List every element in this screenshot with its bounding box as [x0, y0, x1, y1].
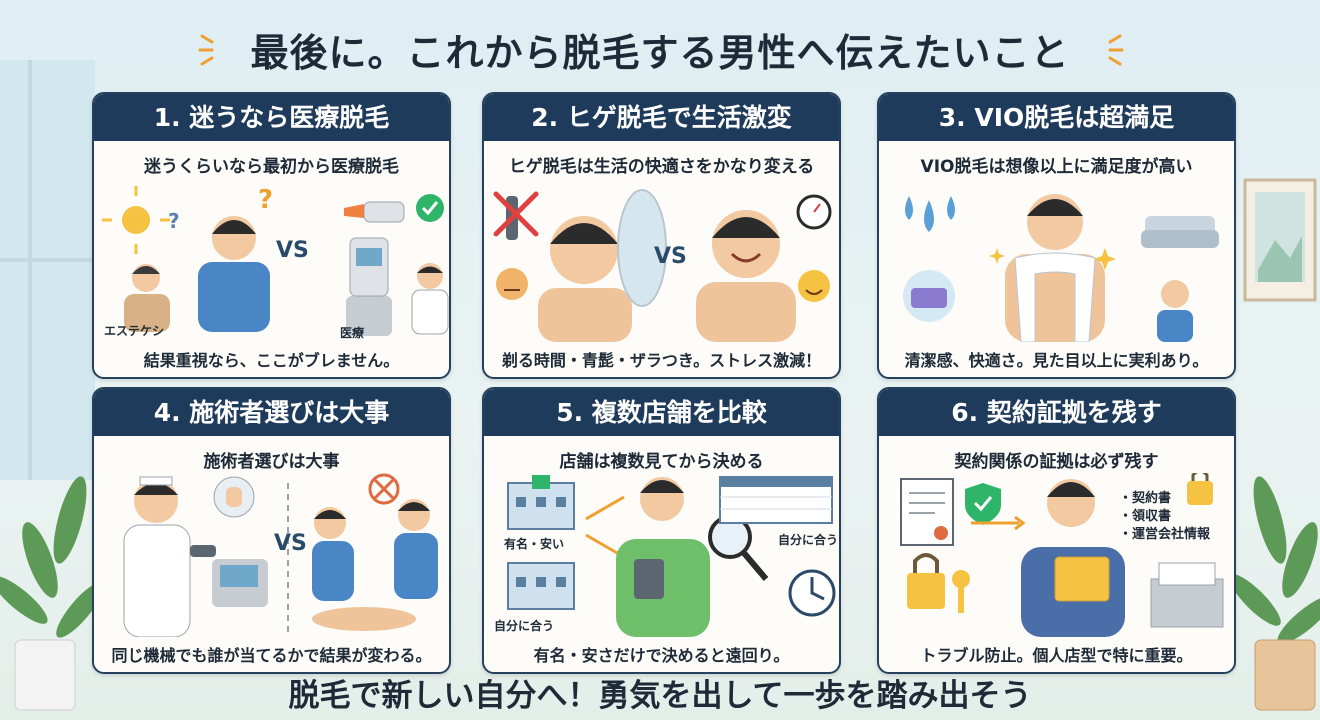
- card-illustration: [903, 194, 1219, 342]
- svg-text:?: ?: [168, 209, 180, 233]
- list-contract: ・契約書: [1119, 491, 1172, 506]
- vs-label: VS: [276, 238, 309, 263]
- vs-label: VS: [654, 244, 687, 269]
- padlock-icon: [907, 553, 945, 609]
- check-icon: [416, 194, 444, 222]
- card-caption: 剃る時間・青髭・ザラつき。ストレス激減！: [501, 351, 822, 370]
- svg-text:?: ?: [258, 185, 273, 215]
- card-medical-removal: 1. 迷うなら医療脱毛 迷うくらいなら最初から医療脱毛 ? ? エステケシ VS…: [92, 92, 451, 379]
- vs-label: VS: [274, 531, 307, 556]
- laser-device-icon: [190, 545, 268, 607]
- comparison-table-icon: [719, 476, 833, 524]
- card-heading: 4. 施術者選びは大事: [94, 389, 449, 436]
- card-heading: 6. 契約証拠を残す: [879, 389, 1234, 436]
- card-keep-contract-evidence: 6. 契約証拠を残す 契約関係の証拠は必ず残す ・契約書 ・領収書 ・運営会社情…: [877, 387, 1236, 674]
- label-esthetic: エステケシ: [104, 324, 165, 338]
- card-subtitle: VIO脱毛は想像以上に満足度が高い: [920, 157, 1193, 177]
- sun-icon: [102, 186, 170, 254]
- card-illustration: [123, 473, 438, 637]
- card-vio-removal: 3. VIO脱毛は超満足 VIO脱毛は想像以上に満足度が高い 清潔感、快適さ。見…: [877, 92, 1236, 379]
- card-illustration: [900, 473, 1224, 637]
- card-caption: 結果重視なら、ここがブレません。: [143, 351, 400, 370]
- card-heading: 2. ヒゲ脱毛で生活激変: [484, 94, 839, 141]
- card-subtitle: 迷うくらいなら最初から医療脱毛: [144, 157, 399, 177]
- water-drops-icon: [905, 196, 955, 232]
- label-medical: 医療: [340, 326, 365, 340]
- card-subtitle: 契約関係の証拠は必ず残す: [954, 452, 1159, 472]
- page-title: 最後に。これから脱毛する男性へ伝えたいこと: [250, 31, 1070, 75]
- card-practitioner-choice: 4. 施術者選びは大事 施術者選びは大事 VS 同じ機械でも誰が当てるかで結果が…: [92, 387, 451, 674]
- sparkle-right-icon: [1108, 34, 1124, 66]
- label-suits-me: 自分に合う: [494, 619, 555, 633]
- clock-icon: [788, 569, 836, 617]
- magnifier-icon: [708, 515, 769, 581]
- card-caption: 有名・安さだけで決めると遠回り。: [533, 646, 790, 665]
- smile-icon: [798, 270, 830, 302]
- sparkle-left-icon: [198, 34, 214, 66]
- padlock-small-icon: [1187, 473, 1213, 505]
- card-caption: 清潔感、快適さ。見た目以上に実利あり。: [904, 351, 1209, 370]
- building-icon: [507, 562, 575, 610]
- shield-check-icon: [965, 483, 1001, 525]
- card-beard-removal: 2. ヒゲ脱毛で生活激変 ヒゲ脱毛は生活の快適さをかなり変える VS 剃る時間・…: [482, 92, 841, 379]
- card-heading: 1. 迷うなら医療脱毛: [94, 94, 449, 141]
- razor-cross-icon: [493, 191, 539, 240]
- card-illustration: [493, 189, 832, 342]
- label-suits-me-table: 自分に合う: [778, 533, 839, 547]
- stop-hand-icon: [213, 476, 255, 518]
- card-illustration: [507, 475, 836, 637]
- card-subtitle: 施術者選びは大事: [203, 452, 340, 472]
- card-illustration: ? ?: [102, 185, 449, 336]
- target-cross-icon: [368, 473, 400, 505]
- file-box-icon: [1150, 562, 1224, 628]
- list-receipt: ・領収書: [1119, 509, 1172, 524]
- label-famous-cheap: 有名・安い: [504, 537, 565, 551]
- card-caption: 同じ機械でも誰が当てるかで結果が変わる。: [111, 646, 432, 665]
- card-subtitle: ヒゲ脱毛は生活の快適さをかなり変える: [508, 157, 815, 177]
- card-compare-stores: 5. 複数店舗を比較 店舗は複数見てから決める 有名・安い 自分に合う 自分に合…: [482, 387, 841, 674]
- plant-right: [1229, 476, 1320, 644]
- card-heading: 3. VIO脱毛は超満足: [879, 94, 1234, 141]
- plant-left: [0, 476, 104, 638]
- sofa-icon: [1141, 216, 1219, 248]
- key-icon: [952, 570, 970, 613]
- card-subtitle: 店舗は複数見てから決める: [559, 452, 764, 472]
- clinic-building-icon: [507, 475, 575, 530]
- card-heading: 5. 複数店舗を比較: [484, 389, 839, 436]
- stopwatch-icon: [796, 194, 832, 230]
- document-icon: [900, 478, 954, 546]
- list-company-info: ・運営会社情報: [1119, 527, 1211, 542]
- laser-machine-icon: [344, 201, 405, 336]
- footer-message: 脱毛で新しい自分へ！勇気を出して一歩を踏み出そう: [288, 678, 1032, 714]
- card-caption: トラブル防止。個人店型で特に重要。: [920, 646, 1193, 665]
